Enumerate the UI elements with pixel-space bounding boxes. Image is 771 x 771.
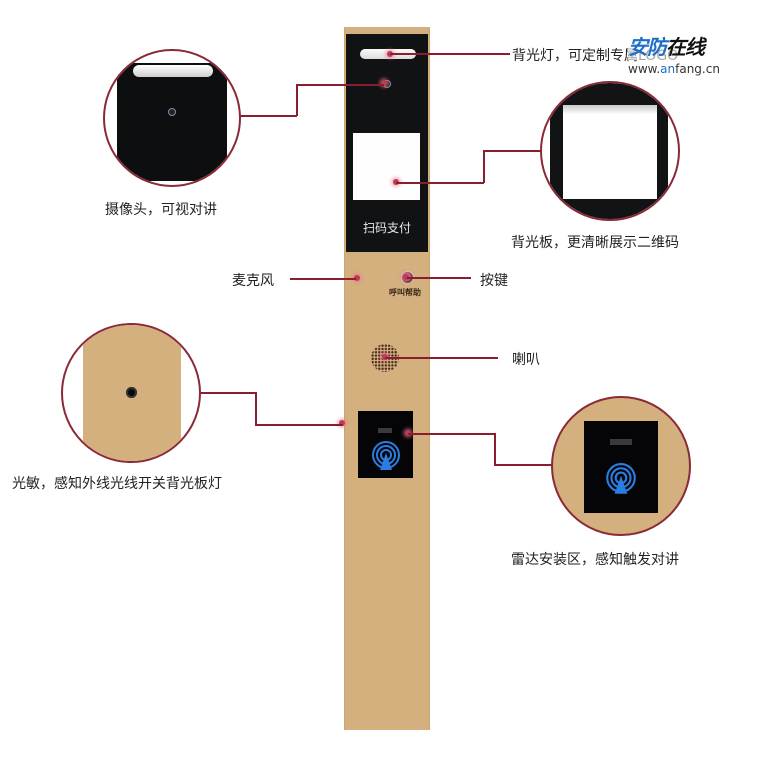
zoom-qr-panel [563,105,657,199]
leader-line-speaker [385,357,498,359]
leader-line-radar [408,433,495,435]
leader-line-backlight [390,53,510,55]
leader-line-camera [296,84,384,86]
radar-signal-icon [372,441,400,470]
watermark-brand-part2: 在线 [666,35,705,59]
mic-hotspot [354,275,360,281]
leader-line-radar-v [494,433,496,465]
leader-line-button [407,277,471,279]
leader-line-radar-h2 [494,464,552,466]
zoom-circle-camera [103,49,241,187]
zoom-radar-box [584,421,658,513]
leader-line-sensor [199,392,256,394]
zoom-camera-lens-icon [168,108,176,116]
light-sensor-hotspot [339,420,345,426]
label-microphone: 麦克风 [232,273,274,289]
camera-hotspot [381,80,387,86]
radar-slot [378,428,392,433]
zoom-light-sensor-icon [126,387,137,398]
button-hotspot [403,274,409,280]
zoom-backlight-bar [133,65,213,77]
label-backlight-panel: 背光板，更清晰展示二维码 [511,235,679,251]
leader-line-panel-h2 [483,150,540,152]
zoom-radar-slot [610,439,632,445]
label-speaker: 喇叭 [512,352,540,368]
label-button: 按键 [480,273,508,289]
zoom-radar-signal-icon [606,463,636,494]
url-highlight: an [660,62,676,76]
leader-line-camera-v [296,84,298,116]
watermark-logo: 安防在线 [628,31,705,60]
leader-line-sensor-h2 [255,424,343,426]
scan-pay-label: 扫码支付 [362,221,411,235]
leader-line-panel [396,182,484,184]
label-light-sensor: 光敏，感知外线光线开关背光板灯 [12,476,222,492]
watermark-brand-part1: 安防 [628,35,667,59]
leader-line-sensor-v [255,392,257,425]
help-button-label: 呼叫帮助 [389,288,421,297]
zoom-circle-light-sensor [61,323,201,463]
leader-line-panel-v [483,150,485,183]
qr-backlight-panel [353,133,420,200]
label-radar: 雷达安装区，感知触发对讲 [511,552,679,568]
zoom-circle-panel [540,81,680,221]
zoom-camera-panel [117,63,227,181]
zoom-circle-radar [551,396,691,536]
leader-line-camera-h2 [240,115,297,117]
leader-line-mic [290,278,356,280]
watermark-url: www.anfang.cn [628,62,720,76]
url-prefix: www. [628,62,661,76]
url-suffix: fang.cn [675,62,720,76]
label-camera: 摄像头，可视对讲 [105,202,217,218]
